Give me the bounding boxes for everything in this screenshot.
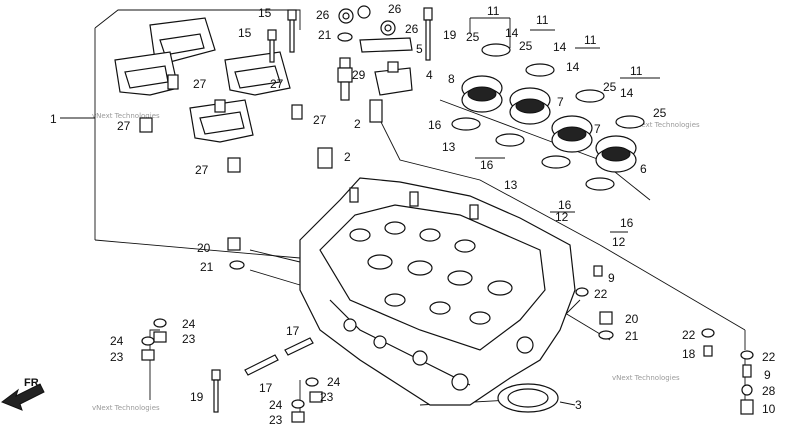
callout-3: 3 bbox=[575, 398, 582, 412]
carburetor-insulators bbox=[451, 43, 645, 191]
callout-11: 11 bbox=[584, 33, 597, 47]
callout-16: 16 bbox=[428, 118, 442, 132]
callout-24: 24 bbox=[182, 317, 196, 331]
callout-11: 11 bbox=[536, 13, 549, 27]
callout-16: 16 bbox=[620, 216, 634, 230]
bolt-15 bbox=[267, 9, 297, 63]
callout-19: 19 bbox=[190, 390, 204, 404]
callout-21: 21 bbox=[625, 329, 639, 343]
watermark: vNext Technologies bbox=[92, 404, 160, 412]
stud-bolts-17 bbox=[244, 337, 314, 376]
callout-16: 16 bbox=[558, 198, 572, 212]
callout-12: 12 bbox=[555, 210, 569, 224]
callout-17: 17 bbox=[286, 324, 300, 338]
front-direction-arrow: FR. bbox=[0, 377, 45, 411]
callout-23: 23 bbox=[269, 413, 283, 427]
callout-14: 14 bbox=[505, 26, 519, 40]
rocker-arm-holders bbox=[114, 17, 303, 173]
callout-24: 24 bbox=[327, 375, 341, 389]
callout-20: 20 bbox=[625, 312, 639, 326]
callout-1: 1 bbox=[50, 112, 57, 126]
small-parts bbox=[141, 237, 614, 423]
callout-23: 23 bbox=[320, 390, 334, 404]
callout-27: 27 bbox=[195, 163, 209, 177]
callout-29: 29 bbox=[352, 68, 366, 82]
callout-19: 19 bbox=[443, 28, 457, 42]
watermark: vNext Technologies bbox=[632, 121, 700, 129]
direction-label: FR. bbox=[24, 377, 42, 389]
callout-21: 21 bbox=[200, 260, 214, 274]
callout-25: 25 bbox=[519, 39, 533, 53]
callout-14: 14 bbox=[553, 40, 567, 54]
oil-fittings bbox=[701, 328, 754, 415]
callout-21: 21 bbox=[318, 28, 332, 42]
callout-17: 17 bbox=[259, 381, 273, 395]
callout-5: 5 bbox=[416, 42, 423, 56]
callout-26: 26 bbox=[388, 2, 402, 16]
callout-23: 23 bbox=[182, 332, 196, 346]
callout-11: 11 bbox=[630, 64, 643, 78]
callout-7: 7 bbox=[557, 95, 564, 109]
callout-14: 14 bbox=[620, 86, 634, 100]
callout-2: 2 bbox=[354, 117, 361, 131]
callout-13: 13 bbox=[442, 140, 456, 154]
callout-25: 25 bbox=[653, 106, 667, 120]
callout-18: 18 bbox=[682, 347, 696, 361]
spark-plug bbox=[337, 57, 353, 101]
callout-22: 22 bbox=[594, 287, 608, 301]
callout-23: 23 bbox=[110, 350, 124, 364]
callout-4: 4 bbox=[426, 68, 433, 82]
callout-26: 26 bbox=[316, 8, 330, 22]
bracket bbox=[359, 37, 413, 123]
stud-bolt-19-lower bbox=[211, 369, 221, 413]
callout-14: 14 bbox=[566, 60, 580, 74]
callout-24: 24 bbox=[110, 334, 124, 348]
cylinder-head bbox=[299, 177, 576, 406]
callout-27: 27 bbox=[270, 77, 284, 91]
callout-11: 11 bbox=[487, 4, 500, 18]
stud-bolt-19-top bbox=[423, 7, 433, 61]
callout-22: 22 bbox=[682, 328, 696, 342]
callout-9: 9 bbox=[764, 368, 771, 382]
callout-12: 12 bbox=[612, 235, 626, 249]
callout-13: 13 bbox=[504, 178, 518, 192]
callout-25: 25 bbox=[603, 80, 617, 94]
callout-2: 2 bbox=[344, 150, 351, 164]
callout-24: 24 bbox=[269, 398, 283, 412]
dowel-pin bbox=[317, 147, 333, 169]
callout-27: 27 bbox=[313, 113, 327, 127]
callout-8: 8 bbox=[448, 72, 455, 86]
callout-7: 7 bbox=[594, 122, 601, 136]
callout-25: 25 bbox=[466, 30, 480, 44]
nuts-26 bbox=[337, 5, 396, 42]
callout-9: 9 bbox=[608, 271, 615, 285]
watermark: vNext Technologies bbox=[612, 374, 680, 382]
callout-26: 26 bbox=[405, 22, 419, 36]
callout-20: 20 bbox=[197, 241, 211, 255]
callout-labels: 15 15 26 26 26 21 19 5 29 4 27 27 27 27 … bbox=[50, 2, 776, 427]
callout-10: 10 bbox=[762, 402, 776, 416]
callout-6: 6 bbox=[640, 162, 647, 176]
callout-27: 27 bbox=[193, 77, 207, 91]
callout-15: 15 bbox=[258, 6, 272, 20]
callout-16: 16 bbox=[480, 158, 494, 172]
callout-15: 15 bbox=[238, 26, 252, 40]
exhaust-gasket bbox=[497, 383, 559, 413]
callout-22: 22 bbox=[762, 350, 776, 364]
watermark: vNext Technologies bbox=[92, 112, 160, 120]
callout-27: 27 bbox=[117, 119, 131, 133]
callout-28: 28 bbox=[762, 384, 776, 398]
